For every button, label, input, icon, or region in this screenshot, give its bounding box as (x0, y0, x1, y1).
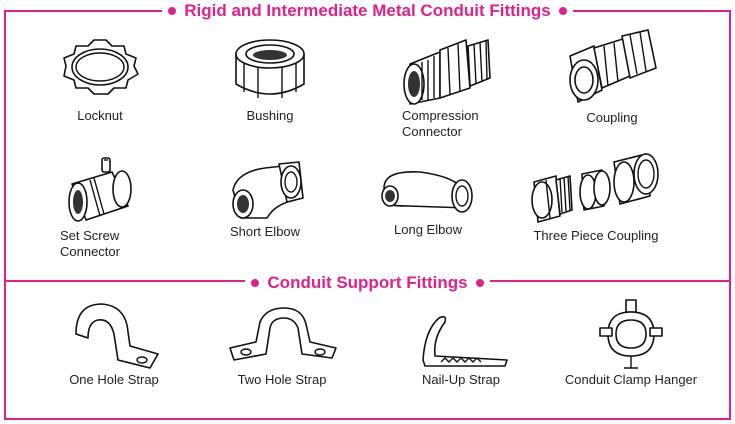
fitting-compression-connector: Compression Connector (398, 34, 498, 140)
conduit-clamp-hanger-icon (599, 299, 663, 369)
rigid-fittings-header: Rigid and Intermediate Metal Conduit Fit… (0, 1, 735, 21)
fitting-locknut: Locknut (55, 36, 145, 124)
bullet-dot-icon (251, 279, 260, 287)
set-screw-connector-label: Set Screw Connector (60, 228, 120, 259)
support-fittings-title: Conduit Support Fittings (267, 273, 468, 292)
one-hole-strap-label: One Hole Strap (69, 372, 159, 387)
long-elbow-icon (381, 171, 473, 213)
fitting-two-hole-strap: Two Hole Strap (224, 306, 340, 388)
three-piece-coupling-label: Three Piece Coupling (533, 228, 659, 243)
fitting-set-screw-connector: Set Screw Connector (60, 156, 144, 260)
bullet-dot-icon (168, 7, 177, 15)
bushing-icon (235, 39, 305, 98)
one-hole-strap-icon (75, 303, 159, 369)
compression-connector-icon (403, 39, 491, 105)
bushing-label: Bushing (246, 108, 294, 123)
coupling-label: Coupling (586, 110, 638, 125)
fitting-coupling: Coupling (562, 29, 662, 126)
locknut-label: Locknut (77, 108, 123, 123)
rigid-fittings-title: Rigid and Intermediate Metal Conduit Fit… (184, 1, 551, 20)
long-elbow-label: Long Elbow (394, 222, 462, 237)
set-screw-connector-icon (68, 157, 132, 222)
coupling-icon (569, 29, 657, 103)
two-hole-strap-label: Two Hole Strap (237, 372, 327, 387)
fitting-conduit-clamp-hanger: Conduit Clamp Hanger (556, 298, 706, 388)
short-elbow-label: Short Elbow (229, 224, 301, 239)
fitting-long-elbow: Long Elbow (380, 166, 476, 238)
three-piece-coupling-icon (531, 153, 659, 223)
two-hole-strap-icon (229, 307, 337, 361)
nail-up-strap-icon (422, 315, 508, 367)
nail-up-strap-label: Nail-Up Strap (421, 372, 501, 387)
locknut-icon (63, 39, 139, 95)
bullet-dot-icon (558, 7, 567, 15)
bullet-dot-icon (475, 279, 484, 287)
fitting-one-hole-strap: One Hole Strap (62, 298, 166, 388)
short-elbow-icon (232, 161, 304, 219)
conduit-clamp-hanger-label: Conduit Clamp Hanger (564, 372, 698, 387)
support-fittings-frame (4, 282, 731, 420)
fitting-bushing: Bushing (225, 34, 315, 124)
fitting-short-elbow: Short Elbow (220, 160, 310, 240)
fitting-nail-up-strap: Nail-Up Strap (406, 310, 516, 388)
compression-connector-label: Compression Connector (402, 108, 479, 139)
support-fittings-header: Conduit Support Fittings (0, 273, 735, 293)
fitting-three-piece-coupling: Three Piece Coupling (526, 150, 666, 244)
